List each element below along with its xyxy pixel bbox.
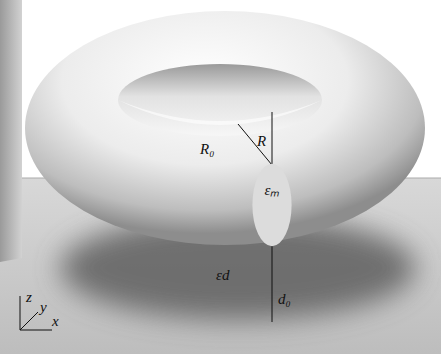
symbol-label: εd [216, 268, 229, 283]
axis-z [20, 296, 21, 330]
radius-line [272, 112, 273, 165]
cross-section-ellipse: εₘ [252, 163, 292, 247]
material-label: εₘ [252, 183, 292, 198]
back-wall [0, 0, 22, 262]
symbol-label: x [52, 314, 59, 329]
radius-line [238, 124, 272, 165]
torus-hole [118, 64, 322, 136]
symbol-label: y [40, 300, 47, 315]
symbol-label: d₀ [278, 292, 291, 307]
symbol-label: R [257, 134, 266, 149]
axis-y [20, 312, 38, 330]
axis-x [20, 330, 52, 331]
symbol-label: z [26, 290, 32, 305]
ellipse-outline [252, 163, 292, 247]
torus-body [25, 11, 425, 245]
hole-rim-highlight [118, 100, 322, 125]
symbol-label: R₀ [200, 142, 214, 157]
ellipse-shape [252, 164, 291, 246]
